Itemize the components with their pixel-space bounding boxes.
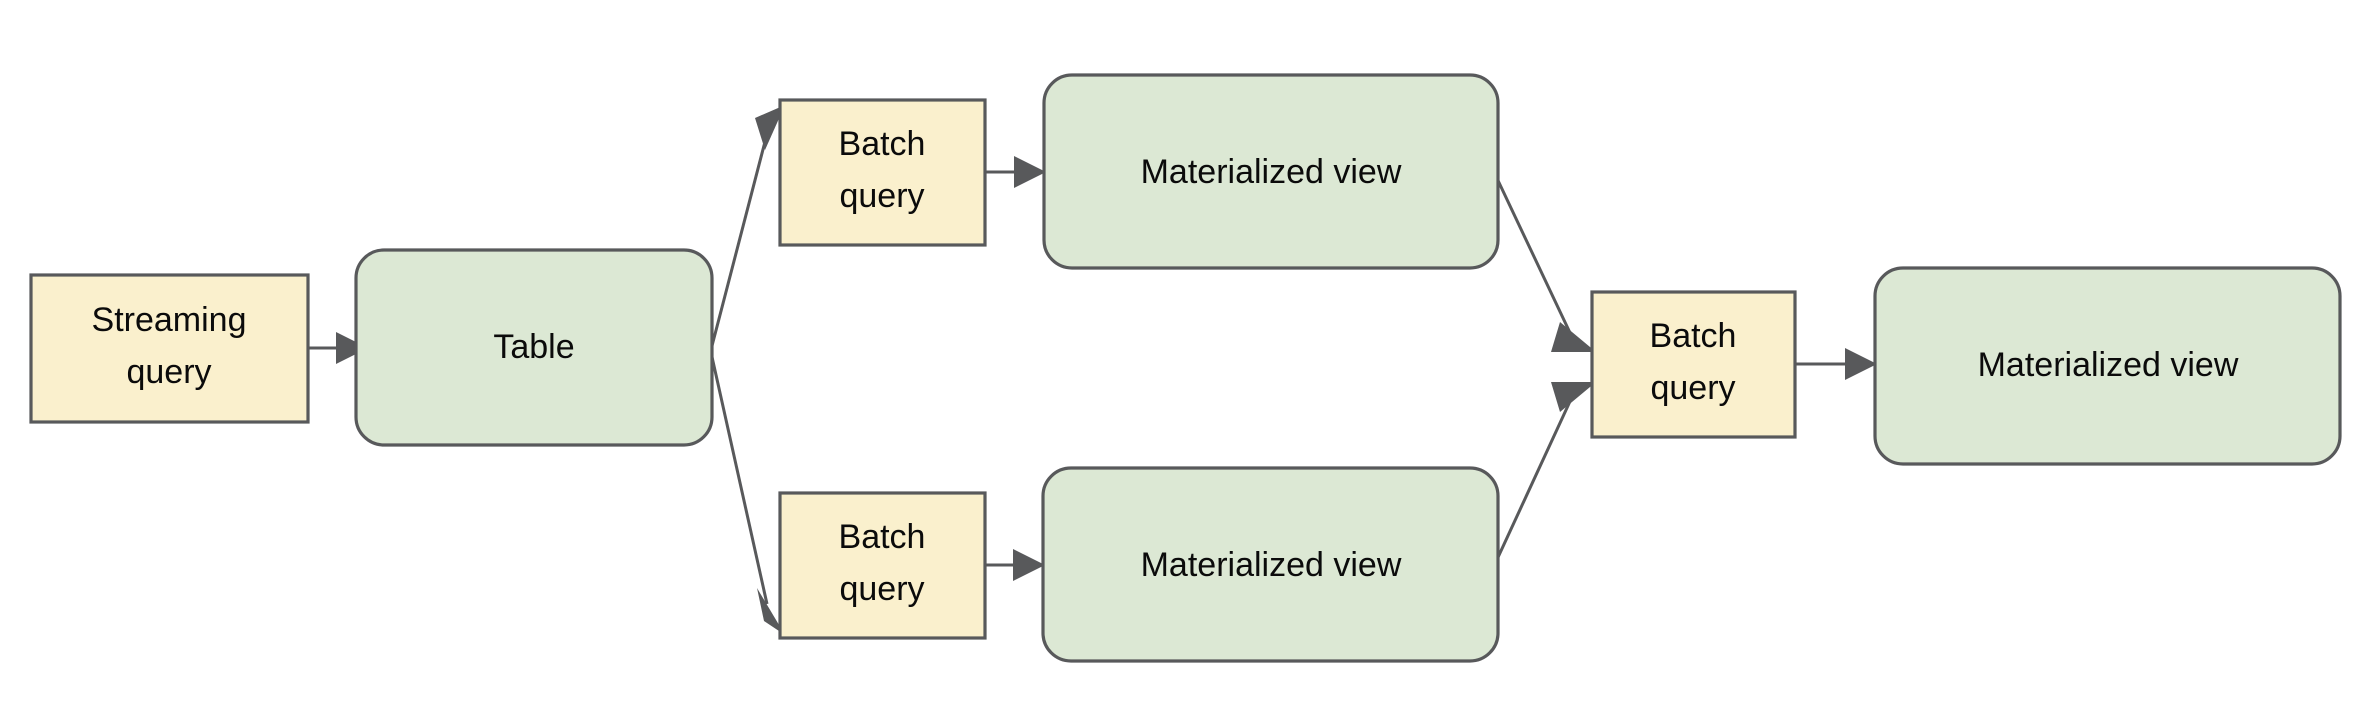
edge-batch-bottom-to-mv-bottom [985,549,1045,581]
batch-query-bottom-label-line-1: Batch [839,518,926,556]
materialized-view-bottom-label: Materialized view [1141,546,1402,584]
materialized-view-top-shape[interactable] [1042,73,1500,270]
arrowhead-icon [1551,382,1596,412]
arrowhead-icon [1013,549,1045,581]
node-table[interactable]: Table [354,248,714,447]
node-batch-query-bottom[interactable]: Batch query [778,491,987,640]
materialized-view-final-shape[interactable] [1873,266,2342,466]
node-layer: Streaming query Table Batch query Batch … [29,73,2342,663]
materialized-view-bottom-shape[interactable] [1041,466,1500,663]
node-materialized-view-bottom[interactable]: Materialized view [1041,466,1500,663]
table-shape[interactable] [354,248,714,447]
arrowhead-icon [1014,156,1046,188]
materialized-view-top-label: Materialized view [1141,153,1402,191]
arrowhead-icon [757,588,785,635]
edge-mv-top-to-batch-right [1492,171,1596,352]
edge-line [1492,396,1574,567]
materialized-view-final-label: Materialized view [1978,346,2239,384]
node-batch-query-right[interactable]: Batch query [1590,290,1797,439]
edge-line [1492,171,1574,338]
batch-query-bottom-label-line-2: query [839,570,924,608]
node-materialized-view-final[interactable]: Materialized view [1873,266,2342,466]
arrowhead-icon [755,105,785,150]
streaming-query-label-line-1: Streaming [92,301,247,339]
batch-query-top-label-line-2: query [839,177,924,215]
node-materialized-view-top[interactable]: Materialized view [1042,73,1500,270]
batch-query-top-shape[interactable] [778,98,987,247]
edge-batch-top-to-mv-top [985,156,1046,188]
edge-mv-bottom-to-batch-right [1492,382,1596,567]
batch-query-right-label-line-1: Batch [1650,317,1737,355]
streaming-query-label-line-2: query [126,353,211,391]
edge-batch-right-to-mv-final [1795,348,1877,380]
table-label: Table [493,328,574,366]
batch-query-bottom-shape[interactable] [778,491,987,640]
batch-query-right-shape[interactable] [1590,290,1797,439]
node-batch-query-top[interactable]: Batch query [778,98,987,247]
arrowhead-icon [1845,348,1877,380]
node-streaming-query[interactable]: Streaming query [29,273,310,424]
streaming-query-shape[interactable] [29,273,310,424]
edge-streaming-to-table [308,332,368,364]
arrowhead-icon [336,332,368,364]
arrowhead-icon [1551,322,1596,352]
batch-query-top-label-line-1: Batch [839,125,926,163]
batch-query-right-label-line-2: query [1650,369,1735,407]
